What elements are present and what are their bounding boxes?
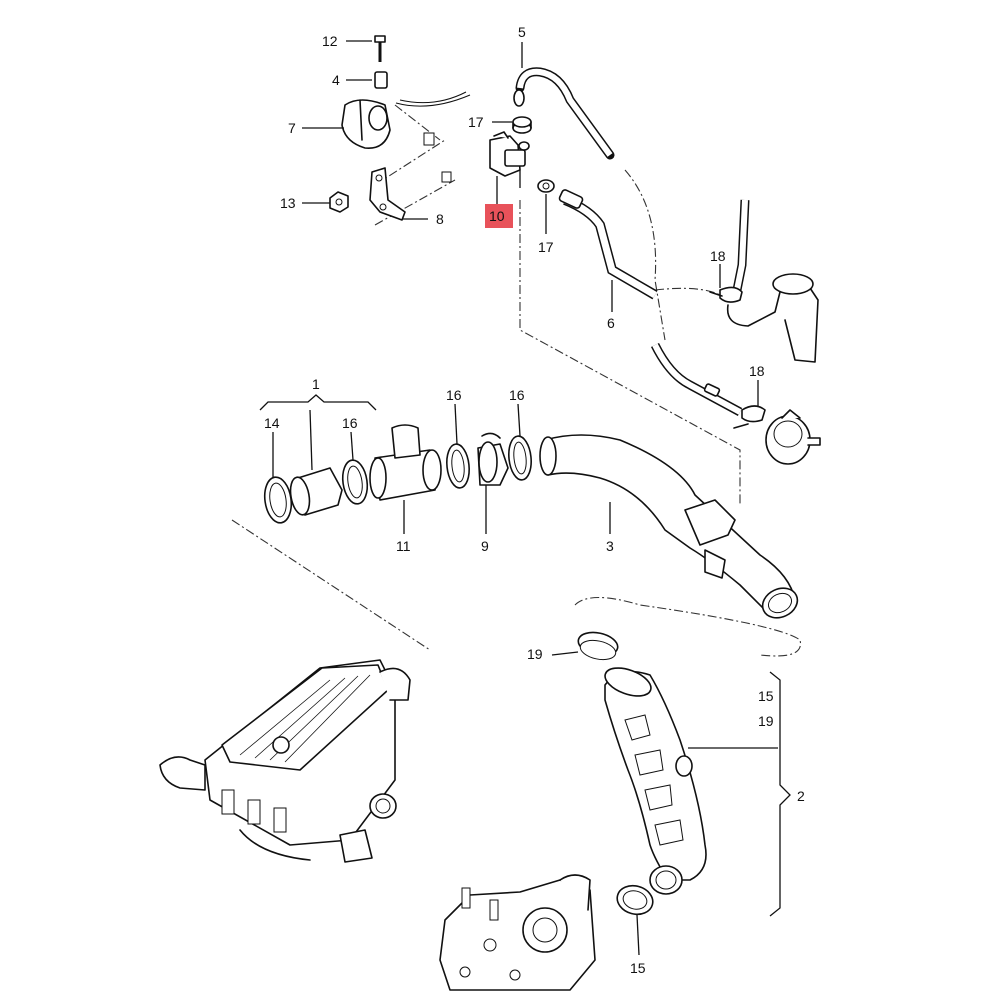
- callout-14: 14: [264, 415, 280, 431]
- callout-17-lower: 17: [538, 239, 554, 255]
- sleeve-4: [374, 71, 388, 89]
- clamp-14: [263, 476, 293, 524]
- callout-12: 12: [322, 33, 338, 49]
- clamp-18-upper: [709, 286, 743, 303]
- callout-15-bottom: 15: [630, 960, 646, 976]
- leader-lines: [259, 40, 791, 956]
- callout-5: 5: [518, 24, 526, 40]
- callout-11: 11: [396, 538, 411, 554]
- elbow-pipe-right: [726, 273, 819, 363]
- callout-7: 7: [288, 120, 296, 136]
- callout-9: 9: [481, 538, 489, 554]
- callout-17-upper: 17: [468, 114, 484, 130]
- callout-4: 4: [332, 72, 340, 88]
- connector-9: [477, 432, 509, 486]
- callout-6: 6: [607, 315, 615, 331]
- airflow-meter-11: [369, 424, 442, 501]
- sleeve-1: [289, 467, 343, 516]
- clamp-18-lower: [733, 405, 766, 429]
- charge-pipe-2: [604, 667, 707, 895]
- bracket-8: [369, 167, 406, 221]
- clamp-16-right: [508, 435, 532, 481]
- bracket-7: [341, 99, 391, 149]
- callout-10: 10: [489, 208, 505, 224]
- clamp-16-mid: [446, 443, 470, 489]
- turbocharger: [439, 874, 596, 991]
- callout-1: 1: [312, 376, 320, 392]
- nut-13: [329, 191, 349, 213]
- clamp-17-upper: [512, 116, 532, 134]
- clamp-15: [616, 884, 654, 916]
- callout-8: 8: [436, 211, 444, 227]
- intake-pipe-3: [539, 434, 799, 619]
- clamp-17-lower: [537, 179, 555, 193]
- vacuum-canister: [765, 409, 821, 465]
- valve-10: [489, 131, 530, 188]
- hose-5: [513, 67, 615, 160]
- body-outline-lines: [395, 91, 471, 183]
- clamp-19: [577, 631, 619, 661]
- callout-3: 3: [606, 538, 614, 554]
- callouts: 12 4 7 13 8 5 17 10 17 6 18 18 1 14 16 1…: [264, 24, 805, 976]
- callout-18-lower: 18: [749, 363, 765, 379]
- callout-15-right: 15: [758, 688, 774, 704]
- callout-19-right: 19: [758, 713, 774, 729]
- clamp-16-left: [341, 459, 369, 505]
- callout-16-right: 16: [509, 387, 525, 403]
- callout-16-left: 16: [342, 415, 358, 431]
- hose-6: [558, 189, 658, 300]
- callout-2: 2: [797, 788, 805, 804]
- callout-19-left: 19: [527, 646, 543, 662]
- vacuum-hose-right: [650, 199, 750, 416]
- callout-13: 13: [280, 195, 296, 211]
- callout-18-upper: 18: [710, 248, 726, 264]
- air-filter-box: [159, 659, 411, 863]
- callout-10-highlight: [485, 204, 513, 228]
- bolt-12: [374, 35, 386, 62]
- callout-16-mid: 16: [446, 387, 462, 403]
